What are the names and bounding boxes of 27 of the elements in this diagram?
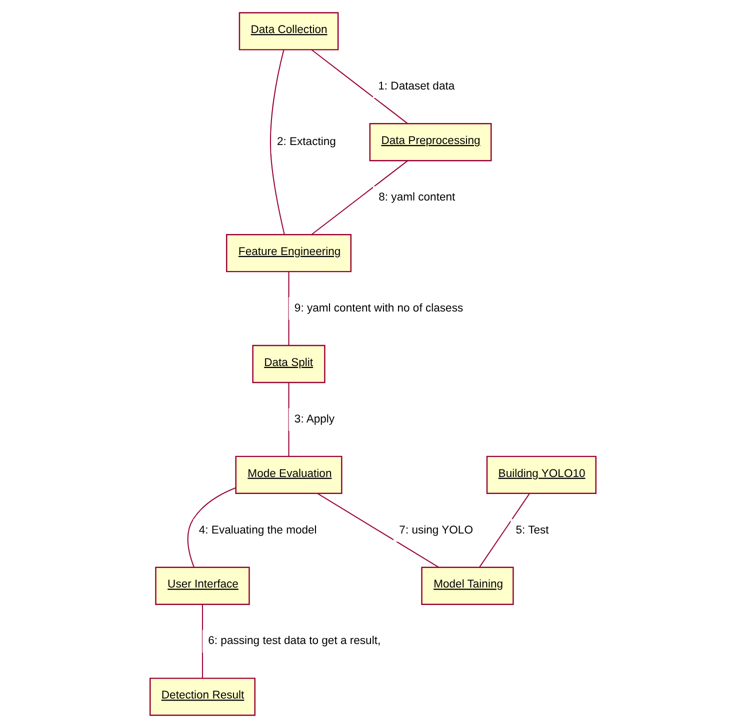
node-box: Detection Result	[149, 678, 255, 716]
connector	[288, 382, 289, 456]
connector	[269, 50, 284, 234]
node-box: Feature Engineering	[226, 234, 352, 272]
node-box: User Interface	[154, 566, 250, 605]
edge-label: 8: yaml content	[378, 191, 455, 204]
edge-label: 9: yaml content with no of clasess	[294, 302, 463, 314]
connector	[316, 493, 438, 568]
connector	[311, 160, 408, 235]
node-box: Model Taining	[420, 566, 514, 605]
connector	[288, 272, 289, 346]
node-box: Mode Evaluation	[234, 456, 342, 494]
edge-label: 2: Extacting	[276, 136, 336, 148]
node-box: Building YOLO10	[486, 456, 596, 494]
edge-label: 6: passing test data to get a result,	[208, 635, 380, 648]
connector	[310, 49, 408, 124]
connector	[186, 487, 236, 568]
connector	[478, 493, 530, 568]
node-box: Data Split	[252, 344, 325, 384]
edge-label: 1: Dataset data	[378, 80, 454, 93]
connector	[201, 604, 202, 678]
edge-label: 7: using YOLO	[398, 524, 472, 536]
edge-label: 5: Test	[515, 524, 548, 536]
node-box: Data Collection	[238, 12, 338, 50]
node-box: Data Preprocessing	[368, 123, 492, 162]
edge-label: 4: Evaluating the model	[198, 524, 316, 536]
edge-label: 3: Apply	[294, 413, 334, 426]
